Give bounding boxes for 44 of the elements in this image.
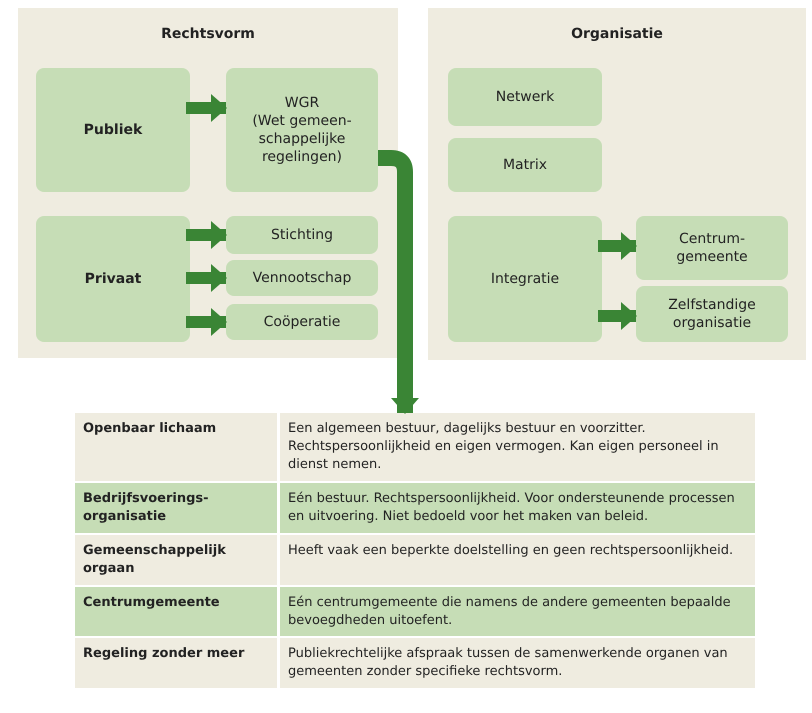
description-cell: Een algemeen bestuur, dagelijks bestuur en voorzitter. Rechtspersoonlijkheid en eigen vermogen. Kan eigen personeel in dienst nemen.: [278, 413, 755, 482]
box-label: Stichting: [271, 226, 333, 244]
category-box: [226, 68, 378, 192]
category-box: [36, 216, 190, 342]
panel-heading: Organisatie: [570, 26, 664, 42]
term-cell: Centrumgemeente: [75, 586, 278, 638]
category-box: [448, 68, 602, 126]
panel-background: [18, 8, 398, 358]
category-box: [226, 216, 378, 254]
term-cell: Regeling zonder meer: [75, 637, 278, 690]
box-label: Zelfstandige organisatie: [667, 296, 757, 332]
box-label: Coöperatie: [264, 312, 340, 332]
box-label: Matrix: [502, 156, 548, 174]
term-cell: Openbaar lichaam: [75, 413, 278, 482]
category-box: [636, 216, 788, 280]
panel-background: [428, 8, 806, 360]
category-box: [636, 286, 788, 342]
arrow: [186, 94, 227, 122]
arrow: [186, 308, 227, 336]
box-label: Privaat: [84, 270, 142, 288]
box-label: Centrum- gemeente: [675, 230, 749, 266]
category-box: [448, 138, 602, 192]
box-label: (Wet gemeen- schappelijke regelingen): [251, 112, 353, 166]
arrow: [598, 232, 637, 260]
box-label: Integratie: [490, 270, 560, 288]
description-cell: Eén bestuur. Rechtspersoonlijkheid. Voor ondersteunende processen en uitvoering. Niet bedoeld voor het maken van beleid.: [278, 482, 755, 534]
arrow: [186, 264, 227, 292]
arrow: [186, 221, 227, 249]
description-cell: Publiekrechtelijke afspraak tussen de samenwerkende organen van gemeenten zonder specifieke rechtsvorm.: [278, 637, 755, 690]
category-box: [36, 68, 190, 192]
arrow: [598, 302, 637, 330]
box-label: Vennootschap: [252, 268, 352, 288]
description-cell: Heeft vaak een beperkte doelstelling en geen rechtspersoonlijkheid.: [278, 534, 755, 586]
term-cell: Gemeenschappelijk orgaan: [75, 534, 278, 586]
description-cell: Eén centrumgemeente die namens de andere gemeenten bepaalde bevoegdheden uitoefent.: [278, 586, 755, 638]
box-label: WGR: [284, 94, 320, 112]
category-box: [226, 260, 378, 296]
arrow: [378, 150, 419, 414]
category-box: [448, 216, 602, 342]
box-label: Netwerk: [496, 88, 554, 106]
panel-heading: Rechtsvorm: [160, 26, 256, 42]
category-box: [226, 304, 378, 340]
box-label: Publiek: [84, 120, 142, 140]
term-cell: Bedrijfsvoerings- organisatie: [75, 482, 278, 534]
